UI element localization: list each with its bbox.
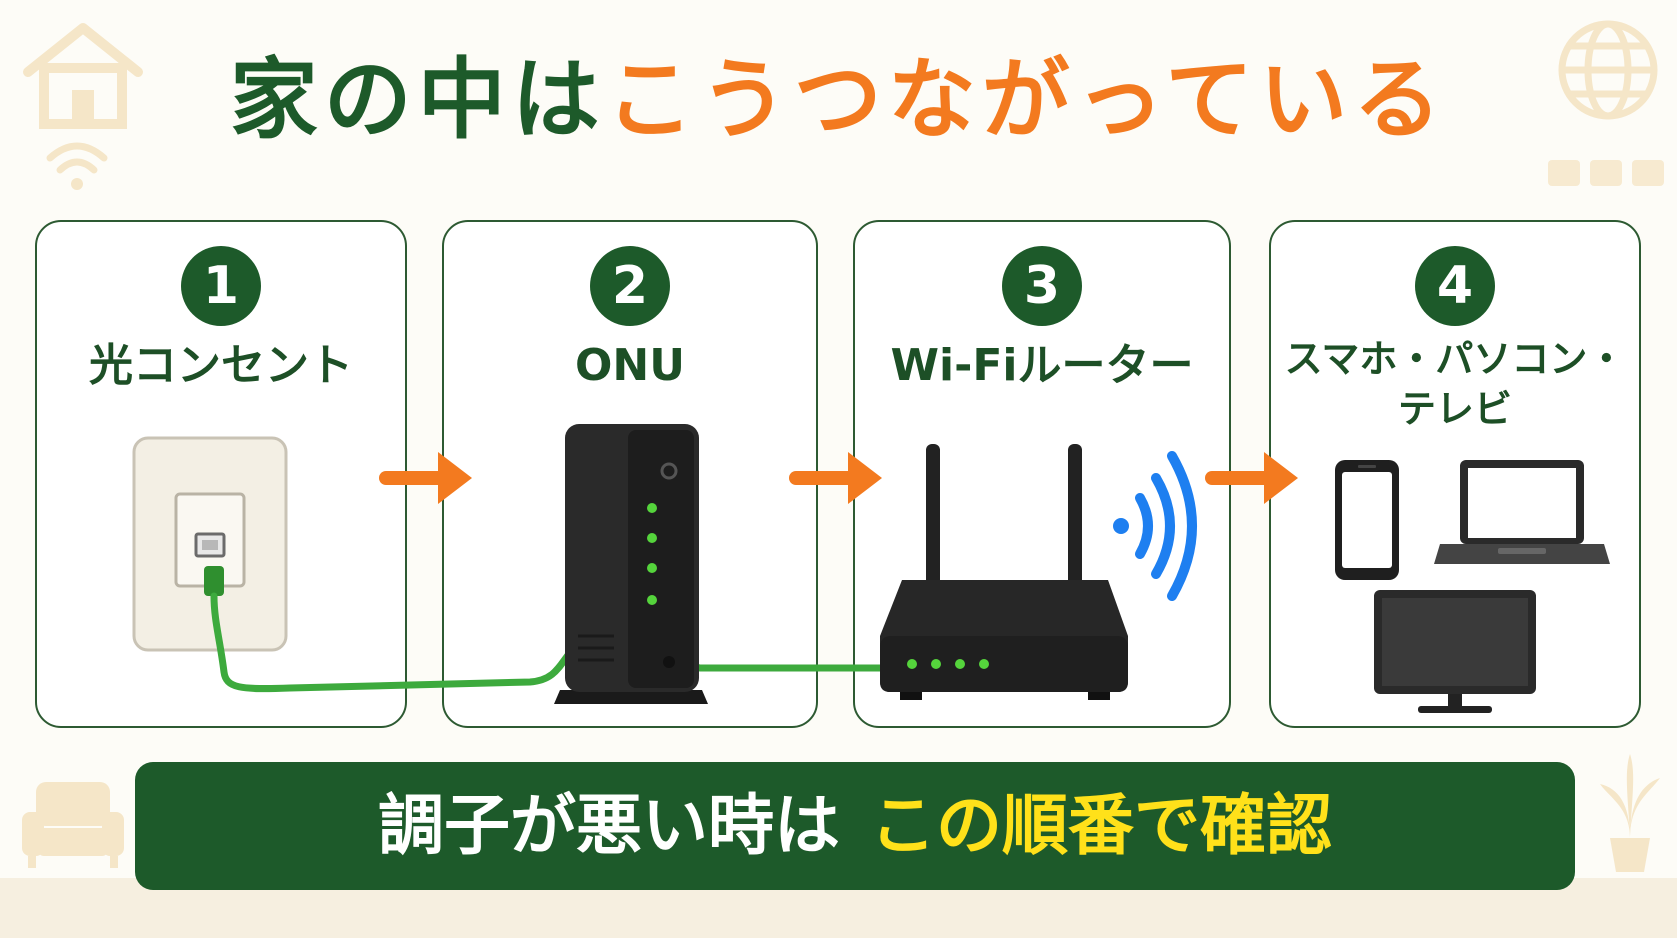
title-part2: こうつながっている (605, 48, 1448, 151)
banner-text-part2: この順番で確認 (870, 787, 1332, 864)
step-label-2: ONU (575, 340, 685, 391)
step-number-badge-2: 2 (590, 246, 670, 326)
smartphone-icon (1335, 460, 1399, 580)
step-label-3: Wi-Fiルーター (890, 340, 1194, 391)
step-number-badge-1: 1 (181, 246, 261, 326)
router-icon (880, 444, 1128, 700)
laptop-icon (1434, 460, 1610, 564)
house-icon (23, 23, 143, 129)
network-cable (210, 592, 894, 693)
wall-outlet-icon (132, 436, 288, 652)
check-order-banner: 調子が悪い時はこの順番で確認 (135, 762, 1575, 890)
title-part1: 家の中は (229, 48, 606, 151)
wifi-waves-icon (1113, 451, 1197, 601)
plant-icon (1600, 754, 1660, 872)
step-label-1: 光コンセント (89, 340, 353, 391)
step-number-badge-3: 3 (1002, 246, 1082, 326)
globe-icon (1558, 20, 1658, 120)
arrow-right-icon (789, 452, 882, 504)
dots-decoration (1548, 160, 1664, 186)
tv-icon (1374, 590, 1536, 713)
step-label-4-line2: テレビ (1397, 387, 1512, 431)
banner-text-part1: 調子が悪い時は (378, 787, 840, 864)
step-number-badge-4: 4 (1415, 246, 1495, 326)
arrow-right-icon (379, 452, 472, 504)
onu-device-icon (554, 424, 708, 704)
arrow-right-icon (1205, 452, 1298, 504)
sofa-icon (22, 782, 124, 868)
wifi-icon (46, 142, 108, 190)
page-title: 家の中はこうつながっている (0, 40, 1677, 160)
step-label-4: スマホ・パソコン・ テレビ (1271, 334, 1639, 434)
step-label-4-line1: スマホ・パソコン・ (1284, 337, 1626, 381)
